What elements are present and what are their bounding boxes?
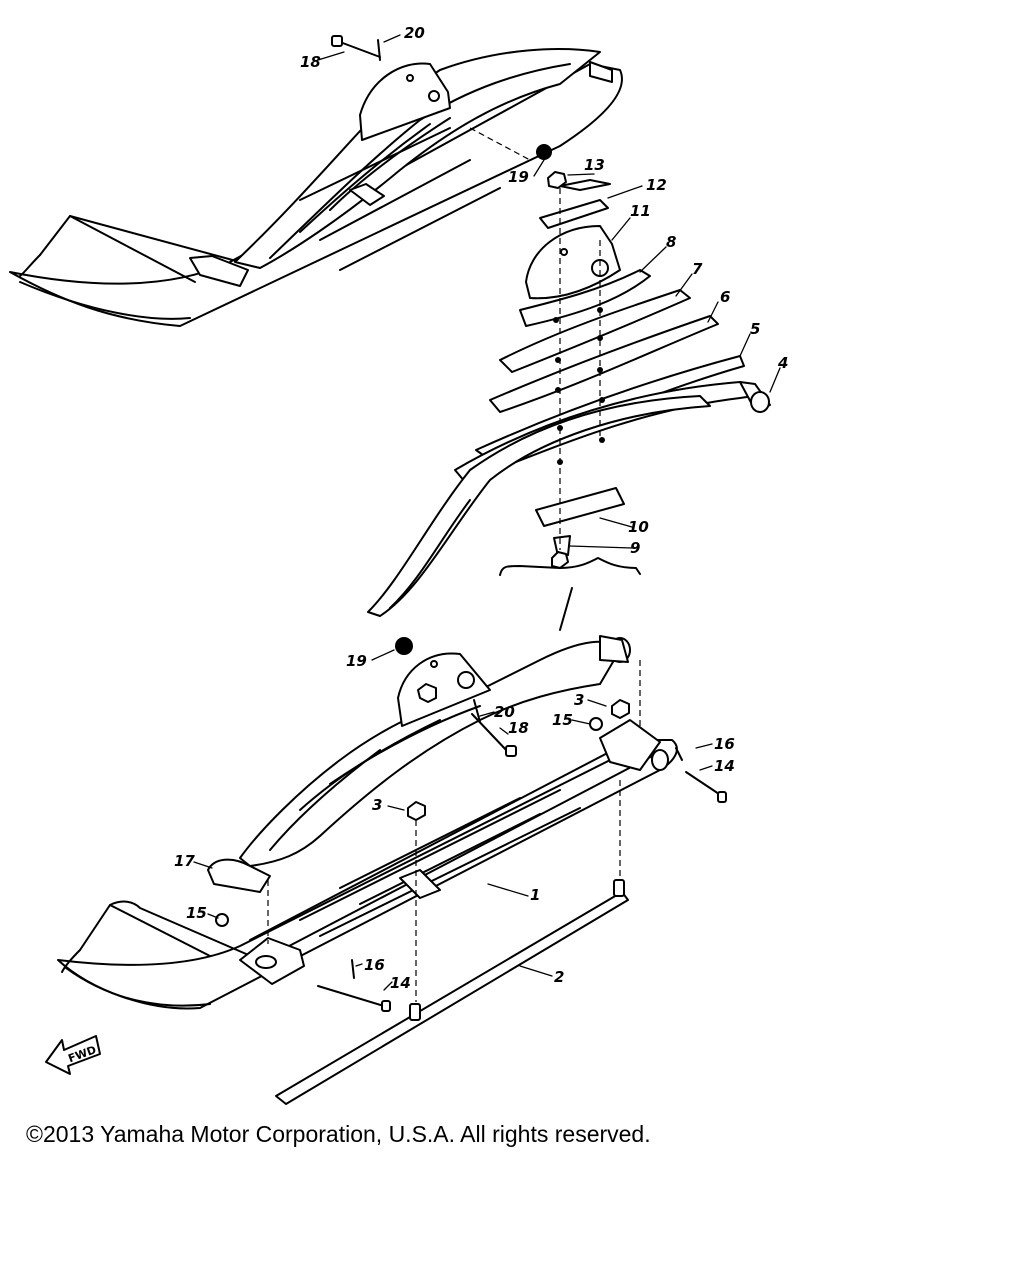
callout-18-bottom: 18 <box>508 719 529 737</box>
callout-11: 11 <box>630 202 651 220</box>
callout-17: 17 <box>174 852 195 870</box>
callout-12: 12 <box>646 176 667 194</box>
callout-15-right: 15 <box>552 711 573 729</box>
callout-16-left: 16 <box>364 956 385 974</box>
callout-9: 9 <box>630 539 640 557</box>
callout-2: 2 <box>554 968 564 986</box>
exploded-spring-stack <box>367 171 771 617</box>
callout-16-right: 16 <box>714 735 735 753</box>
ski-assembly-exploded-diagram: FWD 20 18 19 13 12 11 8 7 6 5 4 10 9 19 … <box>9 24 788 1105</box>
callout-4: 4 <box>777 354 788 372</box>
callout-5: 5 <box>750 320 760 338</box>
callout-20-bottom: 20 <box>494 703 515 721</box>
callout-3-right: 3 <box>574 691 584 709</box>
callout-1: 1 <box>530 886 540 904</box>
callout-14-right: 14 <box>714 757 735 775</box>
callout-19-top: 19 <box>508 168 529 186</box>
callout-leaders-bottom <box>193 649 713 991</box>
callout-6: 6 <box>720 288 730 306</box>
callout-7: 7 <box>692 260 703 278</box>
callout-18-top: 18 <box>300 53 321 71</box>
callout-14-left: 14 <box>390 974 411 992</box>
top-ski-assembly <box>9 35 623 327</box>
callout-numbers: 20 18 19 13 12 11 8 7 6 5 4 10 9 19 20 1… <box>174 24 788 992</box>
callout-3-center: 3 <box>372 796 382 814</box>
callout-19-bottom: 19 <box>346 652 367 670</box>
fwd-arrow-icon: FWD <box>45 1035 101 1075</box>
callout-15-left: 15 <box>186 904 207 922</box>
callout-8: 8 <box>666 233 676 251</box>
callout-leaders-middle <box>499 173 781 631</box>
callout-20-top: 20 <box>404 24 425 42</box>
copyright-notice: ©2013 Yamaha Motor Corporation, U.S.A. A… <box>26 1121 651 1147</box>
bottom-ski-assembly <box>57 635 727 1105</box>
callout-13: 13 <box>584 156 605 174</box>
callout-10: 10 <box>628 518 649 536</box>
